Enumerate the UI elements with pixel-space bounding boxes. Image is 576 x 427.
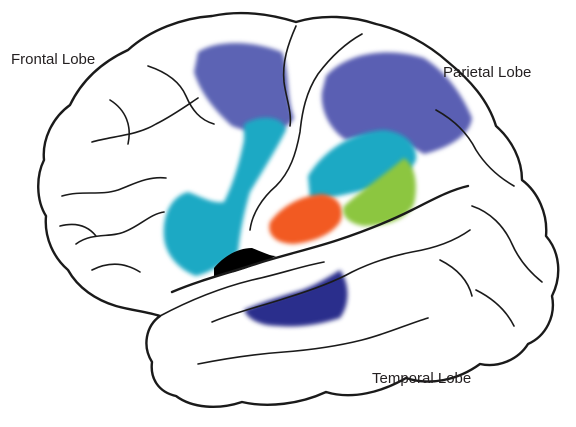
inferior-temporal-sulcus <box>197 317 429 365</box>
orange-region <box>269 194 342 244</box>
parietal-sulcus-1 <box>435 109 515 187</box>
lateral-fissure <box>170 184 470 294</box>
frontal-sulcus-3 <box>75 211 165 245</box>
temporal-lobe-label: Temporal Lobe <box>372 370 472 387</box>
central-sulcus <box>249 33 363 231</box>
occipital-sulcus <box>475 289 515 327</box>
frontal-sulcus-6 <box>59 223 97 237</box>
parietal-lobe-label: Parietal Lobe <box>443 64 532 81</box>
cyan-frontal-region <box>163 117 286 276</box>
precentral-sulcus <box>282 25 297 127</box>
parietal-blue-region <box>321 52 472 154</box>
frontal-sulcus-4 <box>147 65 215 125</box>
insula-black-region <box>214 248 276 276</box>
green-region <box>343 158 416 226</box>
frontal-sulcus-1 <box>91 97 199 143</box>
frontal-sulcus-5 <box>109 99 130 145</box>
frontal-sulcus-2 <box>61 176 167 197</box>
superior-temporal-sulcus <box>211 229 471 323</box>
parietal-sulcus-2 <box>471 205 543 283</box>
frontal-sulcus-7 <box>91 263 141 273</box>
temporal-navy-region <box>244 270 348 327</box>
brain-outline <box>37 11 560 408</box>
frontal-lobe-label: Frontal Lobe <box>11 51 96 68</box>
frontal-blue-region <box>194 43 294 133</box>
temporal-upper-edge <box>159 261 325 317</box>
parietal-sulcus-3 <box>439 259 473 297</box>
